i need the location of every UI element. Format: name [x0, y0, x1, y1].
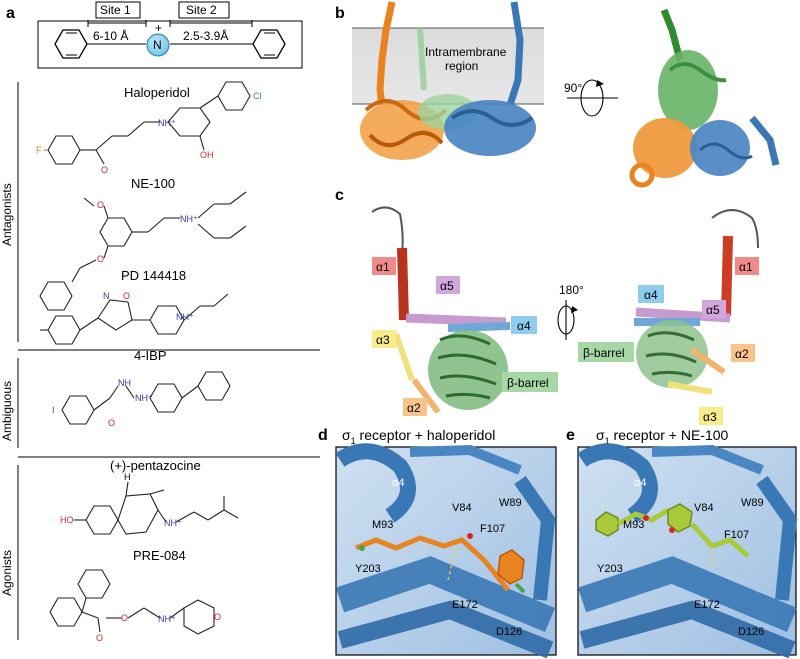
barrel-label-back: β-barrel [583, 346, 625, 360]
residue-a4: α4 [392, 477, 404, 489]
haloperidol-structure [44, 81, 251, 165]
pd144418-structure [40, 293, 229, 345]
atom-o: O [123, 291, 130, 301]
residue-y203: Y203 [355, 563, 381, 575]
panel-b-letter: b [335, 5, 345, 22]
residue-m93-e: M93 [623, 519, 644, 531]
helix-a1-label: α1 [376, 260, 390, 274]
pharmacophore-model: Site 1 Site 2 6-10 Å 2.5-3.9Å N + [37, 1, 303, 69]
atom-nh: NH [118, 378, 131, 388]
residue-e172-e: E172 [694, 599, 720, 611]
compound-pre084: PRE-084 [133, 548, 186, 563]
protomer-front-view [371, 206, 511, 414]
helix-a1-label-back: α1 [739, 260, 753, 274]
site1-distance: 6-10 Å [93, 28, 128, 43]
nitrogen-sphere [146, 33, 170, 57]
helix-a3-label: α3 [376, 333, 390, 347]
compound-haloperidol: Haloperidol [124, 85, 190, 100]
atom-h: H [124, 472, 131, 482]
helix-a2-label-back: α2 [735, 347, 749, 361]
residue-m93: M93 [372, 519, 393, 531]
atom-nhplus: NH⁺ [158, 118, 176, 128]
compound-4ibp: 4-IBP [134, 348, 167, 363]
rotation-90-label: 90° [564, 81, 582, 95]
membrane-label-line1: Intramembrane [425, 45, 507, 59]
residue-d126-e: D126 [738, 626, 764, 638]
atom-n: N [103, 291, 110, 301]
panel-e-binding-site [577, 443, 798, 659]
panel-d-binding-site [335, 443, 557, 659]
helix-a5-label-back: α5 [706, 303, 720, 317]
rotation-180-icon: 180° [557, 283, 584, 340]
barrel-label: β-barrel [507, 376, 549, 390]
nitrogen-label: N [153, 38, 162, 52]
residue-f107: F107 [480, 523, 505, 535]
atom-nhplus: NH⁺ [164, 518, 182, 528]
atom-o: O [101, 165, 108, 175]
residue-e172: E172 [452, 599, 478, 611]
atom-cl: Cl [253, 91, 262, 101]
atom-o: O [108, 418, 115, 428]
helix-a3-label-back: α3 [703, 410, 717, 424]
atom-nhplus: NH⁺ [135, 393, 153, 403]
panel-a-letter: a [6, 5, 15, 22]
atom-o: O [214, 612, 221, 622]
site2-label: Site 2 [186, 3, 217, 17]
membrane-label-line2: region [445, 59, 478, 73]
group-brackets [17, 82, 320, 640]
residue-a4-e: α4 [634, 477, 646, 489]
compound-pentazocine: (+)-pentazocine [110, 458, 201, 473]
atom-f: F [36, 145, 42, 155]
helix-a5-label: α5 [440, 279, 454, 293]
compound-pd144418: PD 144418 [121, 268, 186, 283]
residue-w89-e: W89 [741, 497, 764, 509]
group-agonists: Agonists [0, 550, 14, 596]
group-antagonists: Antagonists [0, 183, 14, 246]
panel-e-letter: e [566, 427, 575, 444]
pentazocine-structure [74, 481, 239, 535]
panel-d-letter: d [318, 427, 328, 444]
residue-v84-e: V84 [694, 502, 714, 514]
rotation-180-label: 180° [559, 283, 584, 297]
atom-o: O [121, 613, 128, 623]
trimer-side-view: Intramembrane region [352, 1, 544, 160]
positive-charge: + [155, 21, 162, 35]
site2-distance: 2.5-3.9Å [183, 28, 228, 43]
helix-a2-label: α2 [407, 401, 421, 415]
site1-label: Site 1 [100, 3, 131, 17]
atom-nhplus: NH⁺ [180, 214, 198, 224]
residue-w89: W89 [499, 497, 522, 509]
residue-f107-e: F107 [724, 529, 749, 541]
atom-o: O [97, 200, 104, 210]
residue-d126: D126 [496, 626, 522, 638]
atom-nhplus: NH⁺ [158, 614, 176, 624]
group-ambiguous: Ambiguous [0, 381, 14, 441]
rotation-90-icon: 90° [564, 79, 618, 117]
panel-e-title: σ1 receptor + NE-100 [596, 427, 729, 446]
atom-i: I [52, 405, 55, 415]
benzene-ring [252, 29, 286, 59]
residue-v84: V84 [452, 502, 472, 514]
helix-a4-label: α4 [517, 319, 531, 333]
trimer-top-view [629, 8, 780, 188]
compound-ne100: NE-100 [131, 176, 175, 191]
atom-o: O [96, 633, 103, 643]
4ibp-structure [61, 371, 231, 425]
pre084-structure [49, 569, 215, 635]
residue-y203-e: Y203 [597, 563, 623, 575]
helix-a4-label-back: α4 [644, 288, 658, 302]
atom-ho: HO [60, 515, 74, 525]
panel-d-title: σ1 receptor + haloperidol [342, 427, 495, 446]
benzene-ring [54, 29, 88, 59]
orange-helix-end [629, 162, 655, 188]
panel-c-letter: c [335, 187, 344, 204]
ne100-structure [39, 191, 247, 311]
atom-o: O [97, 254, 104, 264]
atom-oh: OH [200, 150, 214, 160]
atom-nhplus: NH⁺ [176, 312, 194, 322]
